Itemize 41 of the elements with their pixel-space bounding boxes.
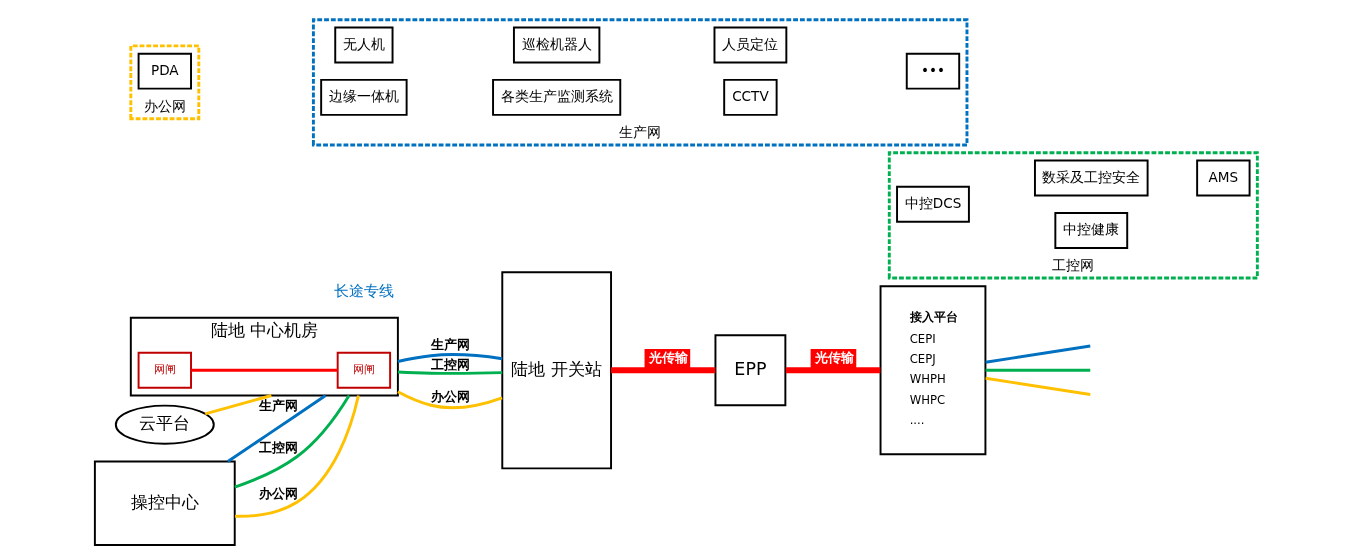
node-box: CCTV bbox=[723, 78, 778, 116]
node-box: 各类生产监测系统 bbox=[492, 78, 622, 116]
edge-label: 办公网 bbox=[259, 485, 299, 501]
node-box: 接入平台 CEPI CEPJ WHPH WHPC .... bbox=[879, 285, 987, 456]
node-box: 网闸 bbox=[336, 351, 392, 389]
edge-label: 光传输 bbox=[814, 349, 854, 365]
node-box: EPP bbox=[714, 334, 787, 407]
edge-label: 工控网 bbox=[259, 440, 299, 456]
node-box: 陆地 开关站 bbox=[501, 271, 612, 470]
connector bbox=[611, 367, 716, 374]
node-box: 边缘一体机 bbox=[320, 78, 408, 116]
connector bbox=[191, 368, 338, 372]
edge-label: 生产网 bbox=[430, 337, 470, 353]
connector bbox=[397, 390, 503, 410]
edge-label: 生产网 bbox=[259, 398, 299, 414]
edge-label: 光传输 bbox=[648, 349, 688, 365]
node-box: 数采及工控安全 bbox=[1034, 159, 1149, 197]
connector bbox=[985, 344, 1091, 364]
connector bbox=[235, 395, 360, 518]
node-box: 网闸 bbox=[137, 351, 192, 389]
node-box: 人员定位 bbox=[713, 26, 788, 64]
connector bbox=[397, 353, 503, 363]
connector bbox=[985, 368, 1091, 372]
connector bbox=[204, 394, 272, 416]
connector bbox=[397, 370, 503, 375]
connector bbox=[227, 394, 327, 463]
node-ellipse: 云平台 bbox=[114, 404, 215, 445]
edge-label: 工控网 bbox=[430, 356, 470, 372]
node-box: 中控健康 bbox=[1054, 212, 1129, 249]
connector bbox=[234, 394, 351, 489]
connector bbox=[985, 376, 1091, 396]
node-box: 无人机 bbox=[334, 26, 394, 64]
node-box: 中控DCS bbox=[896, 185, 970, 223]
node-box: ••• bbox=[905, 52, 961, 90]
node-box: PDA bbox=[137, 52, 192, 90]
node-box: 操控中心 bbox=[93, 460, 236, 547]
connector bbox=[785, 367, 881, 374]
node-box: AMS bbox=[1196, 159, 1251, 197]
label: 长途专线 bbox=[333, 281, 394, 299]
node-box: 巡检机器人 bbox=[512, 26, 601, 64]
edge-label: 办公网 bbox=[430, 388, 470, 404]
